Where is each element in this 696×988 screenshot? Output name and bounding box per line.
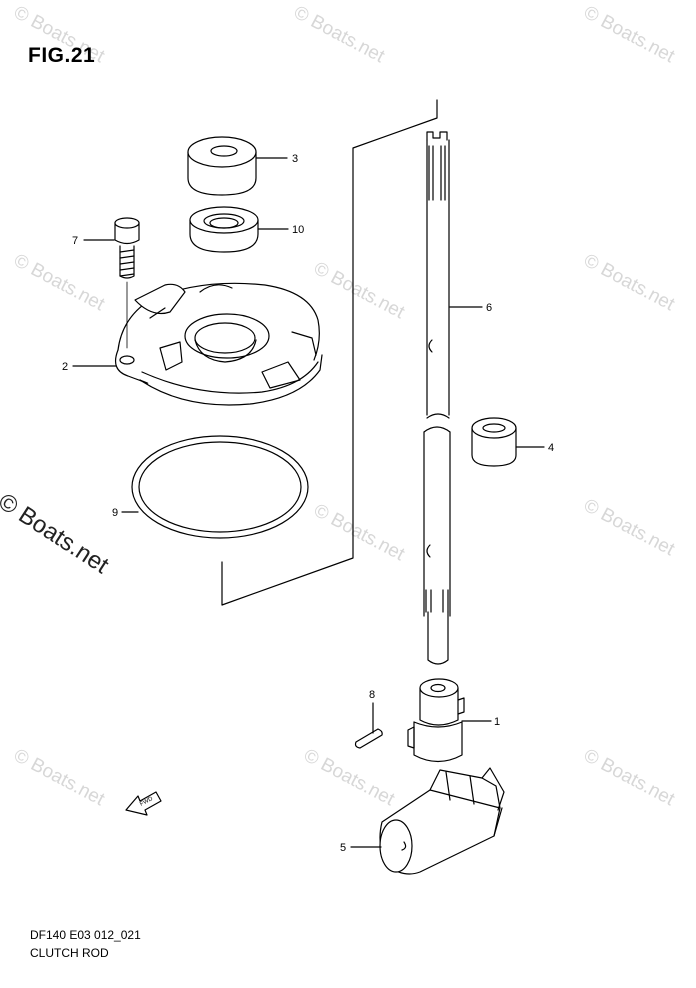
part-clutch-shifter-1 bbox=[407, 678, 465, 763]
callout-10: 10 bbox=[292, 224, 304, 236]
callout-9: 9 bbox=[112, 507, 118, 519]
part-pin-8 bbox=[354, 728, 383, 749]
part-o-ring-9 bbox=[131, 435, 309, 539]
part-yoke-5 bbox=[379, 767, 505, 875]
callout-2: 2 bbox=[62, 361, 68, 373]
part-bushing-4 bbox=[471, 417, 517, 467]
fwd-arrow-icon: FWD bbox=[125, 791, 162, 816]
callout-6: 6 bbox=[486, 302, 492, 314]
part-housing-cover-2 bbox=[115, 282, 323, 406]
part-bolt-7 bbox=[114, 217, 140, 279]
callout-3: 3 bbox=[292, 153, 298, 165]
part-clutch-rod-6 bbox=[423, 131, 451, 665]
callout-5: 5 bbox=[340, 842, 346, 854]
grouping-outline bbox=[221, 99, 438, 606]
figure-title: FIG.21 bbox=[28, 44, 96, 67]
figure-code: DF140 E03 012_021 bbox=[30, 928, 141, 942]
figure-name: CLUTCH ROD bbox=[30, 946, 109, 960]
part-oil-seal-10 bbox=[189, 206, 259, 253]
callout-4: 4 bbox=[548, 442, 554, 454]
callout-7: 7 bbox=[72, 235, 78, 247]
part-bushing-3 bbox=[187, 136, 257, 196]
callout-8: 8 bbox=[369, 689, 375, 701]
callout-1: 1 bbox=[494, 716, 500, 728]
